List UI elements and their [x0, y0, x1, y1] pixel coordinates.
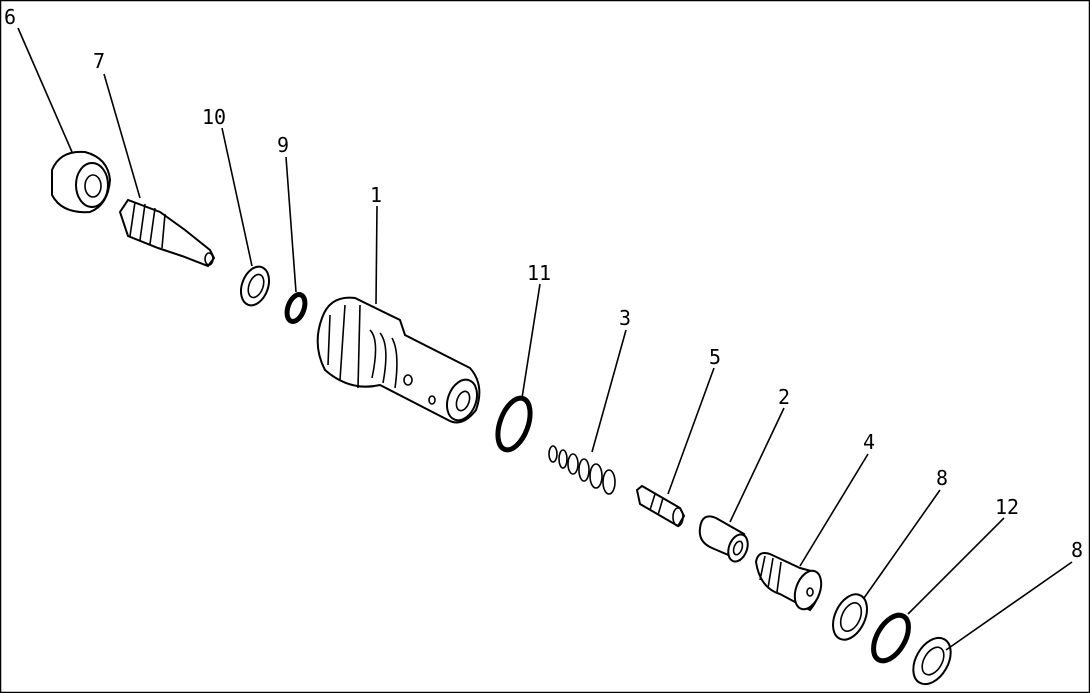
callout-11: 11 — [527, 261, 551, 285]
part-7-stem — [118, 198, 216, 268]
part-11-o-ring — [495, 395, 533, 453]
callout-3: 3 — [619, 306, 631, 330]
part-8-washer-b — [912, 636, 952, 686]
callout-6: 6 — [4, 5, 16, 29]
callout-9: 9 — [277, 133, 289, 157]
part-1-body — [316, 296, 481, 424]
callout-1: 1 — [370, 183, 382, 207]
callout-10: 10 — [202, 105, 226, 129]
part-8-washer-a — [832, 593, 868, 641]
part-3-spring — [548, 445, 616, 495]
callout-12: 12 — [995, 495, 1019, 519]
callout-2: 2 — [778, 385, 790, 409]
callout-8a: 8 — [936, 466, 948, 490]
leader-lines — [17, 27, 1073, 651]
callout-5: 5 — [709, 345, 721, 369]
callout-7: 7 — [93, 49, 105, 73]
part-6-nut — [51, 150, 112, 214]
part-2-sleeve — [698, 515, 749, 563]
callout-8b: 8 — [1071, 538, 1083, 562]
callout-4: 4 — [863, 430, 875, 454]
part-12-o-ring — [871, 612, 911, 664]
part-9-o-ring — [284, 292, 308, 324]
part-4-plug — [754, 552, 823, 612]
part-5-piston — [635, 484, 686, 528]
part-10-washer — [239, 265, 271, 307]
